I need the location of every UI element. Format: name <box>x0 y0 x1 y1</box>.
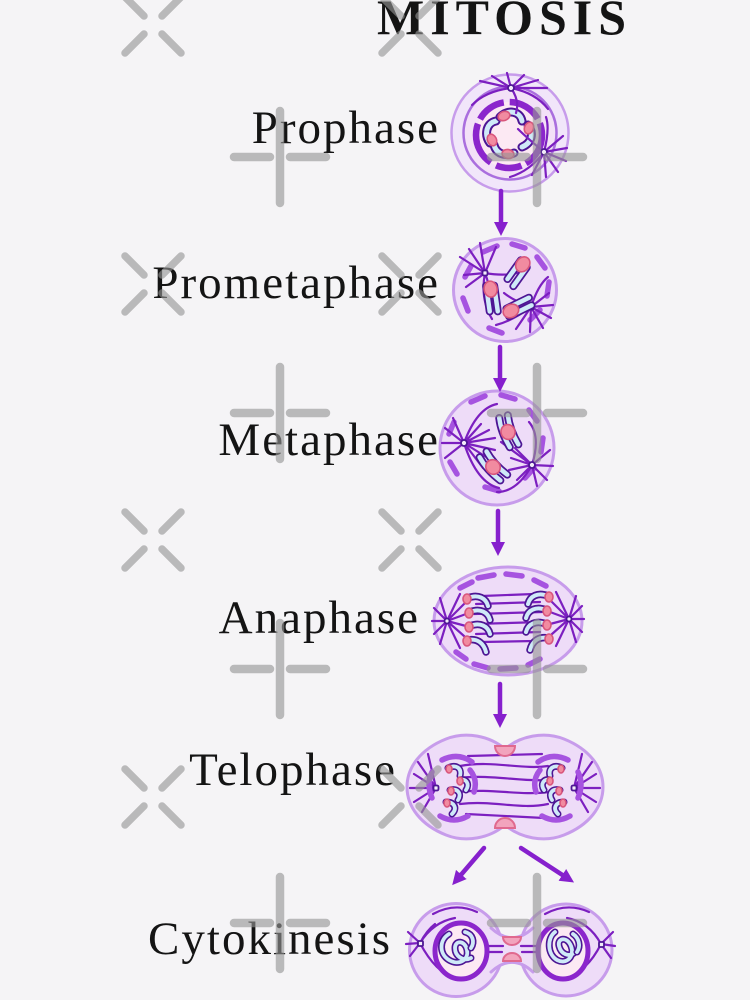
cytokinesis-furrow-bottom <box>501 952 523 962</box>
cleavage-furrow-bottom <box>493 817 517 829</box>
metaphase-cell-icon <box>438 389 556 507</box>
telophase-midzone-fibers <box>456 752 552 820</box>
arrow-down-left-icon <box>452 845 487 886</box>
telophase-pole-left <box>408 752 479 823</box>
prophase-cell-icon <box>450 71 570 193</box>
stage-label-telophase: Telophase <box>189 744 397 796</box>
prometaphase-chromosomes <box>482 256 536 321</box>
cytokinesis-furrow-top <box>501 936 523 946</box>
prophase-aster-top <box>470 71 550 115</box>
telophase-cell-icon <box>405 733 605 841</box>
cytokinesis-left-contents <box>404 906 490 982</box>
anaphase-cell-icon <box>430 565 586 677</box>
metaphase-aster-left <box>440 402 501 490</box>
cleavage-furrow-top <box>493 745 517 757</box>
anaphase-aster-left <box>430 592 468 650</box>
telophase-pole-right <box>531 752 602 823</box>
arrow-down-right-icon <box>518 845 575 883</box>
prometaphase-cell-icon <box>452 237 558 343</box>
cytokinesis-cells-icon <box>404 902 617 998</box>
